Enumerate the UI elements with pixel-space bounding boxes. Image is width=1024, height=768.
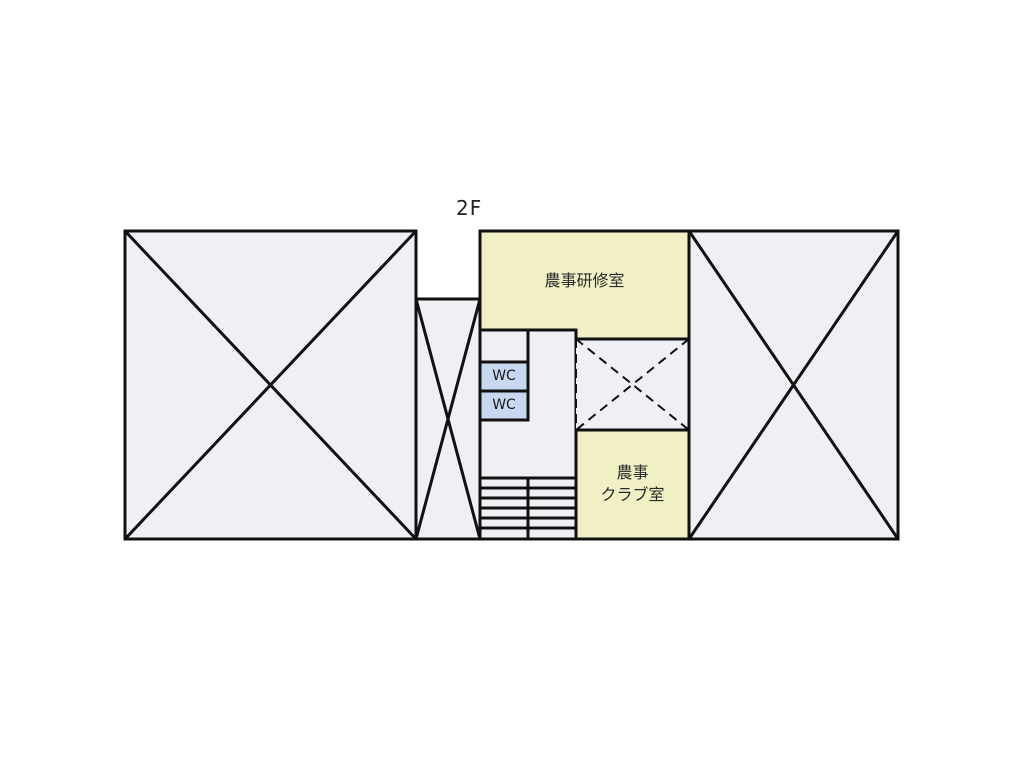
wc-block [478,330,530,422]
club-room-area [574,428,691,541]
narrow-void-area [414,297,482,541]
wc-1-label: WC [492,368,516,384]
left-void-area [123,229,418,541]
wc-2-label: WC [492,397,516,413]
training-room-label: 農事研修室 [544,271,625,290]
atrium-void-area [575,337,690,431]
staircase [480,476,576,539]
right-void-area [687,229,900,541]
floor-label: 2F [456,196,483,220]
club-room-label: 農事 クラブ室 [600,463,665,504]
